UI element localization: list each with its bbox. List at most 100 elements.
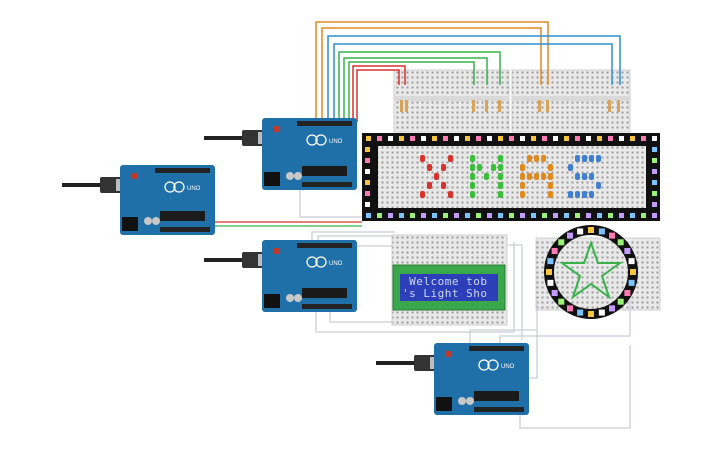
pixel-led: [388, 136, 393, 141]
letter-led-M: [470, 164, 475, 171]
ring-led: [609, 232, 615, 239]
pixel-led: [365, 169, 370, 174]
ring-led: [588, 311, 594, 317]
arduino-top[interactable]: UNO: [204, 118, 357, 190]
letter-led-S: [582, 191, 587, 198]
neopixel-led-ring: [365, 136, 657, 218]
letter-led-X: [420, 191, 425, 198]
pixel-led: [597, 213, 602, 218]
pixel-led: [531, 136, 536, 141]
letter-led-X: [448, 191, 453, 198]
pixel-led: [520, 136, 525, 141]
pixel-led: [652, 191, 657, 196]
ring-led: [577, 228, 584, 235]
pixel-led: [399, 136, 404, 141]
lcd-module[interactable]: [392, 264, 506, 311]
pixel-led: [509, 136, 514, 141]
letter-led-A: [541, 155, 546, 162]
letter-led-S: [582, 155, 587, 162]
pixel-led: [509, 213, 514, 218]
ring-led: [630, 269, 636, 275]
pixel-led: [443, 136, 448, 141]
ring-led: [567, 305, 573, 312]
letter-led-M: [477, 164, 482, 171]
letter-led-M: [470, 182, 475, 189]
pixel-led: [498, 213, 503, 218]
arduino-left[interactable]: UNO: [62, 165, 215, 235]
ring-led: [628, 258, 635, 265]
pixel-led: [476, 213, 481, 218]
letter-led-A: [520, 182, 525, 189]
pixel-led: [365, 202, 370, 207]
letter-led-S: [589, 173, 594, 180]
letter-led-A: [548, 173, 553, 180]
pixel-led: [608, 136, 613, 141]
pixel-led: [487, 213, 492, 218]
matrix-letters: [420, 155, 601, 198]
letter-led-A: [527, 155, 532, 162]
pixel-led: [553, 136, 558, 141]
ring-led: [617, 239, 624, 246]
pixel-led: [421, 213, 426, 218]
letter-led-A: [541, 173, 546, 180]
pixel-led: [487, 136, 492, 141]
ring-led: [567, 232, 573, 239]
pixel-led: [377, 213, 382, 218]
letter-led-M: [498, 173, 503, 180]
pixel-led: [652, 213, 657, 218]
pixel-led: [652, 158, 657, 163]
pixel-led: [410, 213, 415, 218]
letter-led-M: [484, 173, 489, 180]
arduino-logo-icon: [164, 181, 176, 193]
wires-gray[interactable]: [212, 180, 631, 429]
ring-led: [577, 309, 584, 316]
lcd-line-1: Welcome tob: [402, 275, 488, 288]
ring-led: [598, 228, 605, 235]
letter-led-S: [575, 173, 580, 180]
pixel-led: [619, 213, 624, 218]
arduino-bottom[interactable]: UNO: [376, 343, 529, 415]
arduino-mid[interactable]: UNO: [204, 240, 357, 312]
ring-led: [624, 290, 631, 296]
pixel-led: [377, 136, 382, 141]
board-label: UNO: [187, 186, 201, 192]
letter-led-X: [441, 182, 446, 189]
letter-led-A: [520, 164, 525, 171]
pixel-led: [553, 213, 558, 218]
letter-led-A: [548, 164, 553, 171]
pixel-led: [608, 213, 613, 218]
letter-led-M: [470, 173, 475, 180]
ring-led: [617, 298, 624, 305]
pixel-led: [586, 213, 591, 218]
pixel-led: [476, 136, 481, 141]
wires-top[interactable]: [315, 21, 621, 122]
letter-led-M: [498, 164, 503, 171]
letter-led-S: [596, 155, 601, 162]
letter-led-S: [575, 155, 580, 162]
letter-led-A: [548, 191, 553, 198]
ring-led: [628, 279, 635, 286]
pixel-led: [465, 213, 470, 218]
lcd-line-2: 's Light Sho: [402, 287, 488, 300]
pixel-led: [520, 213, 525, 218]
letter-led-M: [498, 155, 503, 162]
letter-led-A: [520, 173, 525, 180]
pixel-led: [586, 136, 591, 141]
pixel-led: [432, 213, 437, 218]
pixel-led: [365, 180, 370, 185]
pixel-led: [542, 213, 547, 218]
neopixel-matrix[interactable]: [362, 133, 660, 221]
ring-led: [558, 239, 565, 246]
pixel-led: [597, 136, 602, 141]
pixel-led: [652, 169, 657, 174]
pixel-led: [564, 136, 569, 141]
ring-led: [551, 290, 558, 296]
letter-led-X: [420, 155, 425, 162]
pixel-led: [432, 136, 437, 141]
resistors-top[interactable]: [400, 100, 620, 112]
breadboard-top-left[interactable]: [393, 69, 510, 133]
pixel-led: [652, 147, 657, 152]
letter-led-A: [534, 173, 539, 180]
letter-led-S: [596, 182, 601, 189]
